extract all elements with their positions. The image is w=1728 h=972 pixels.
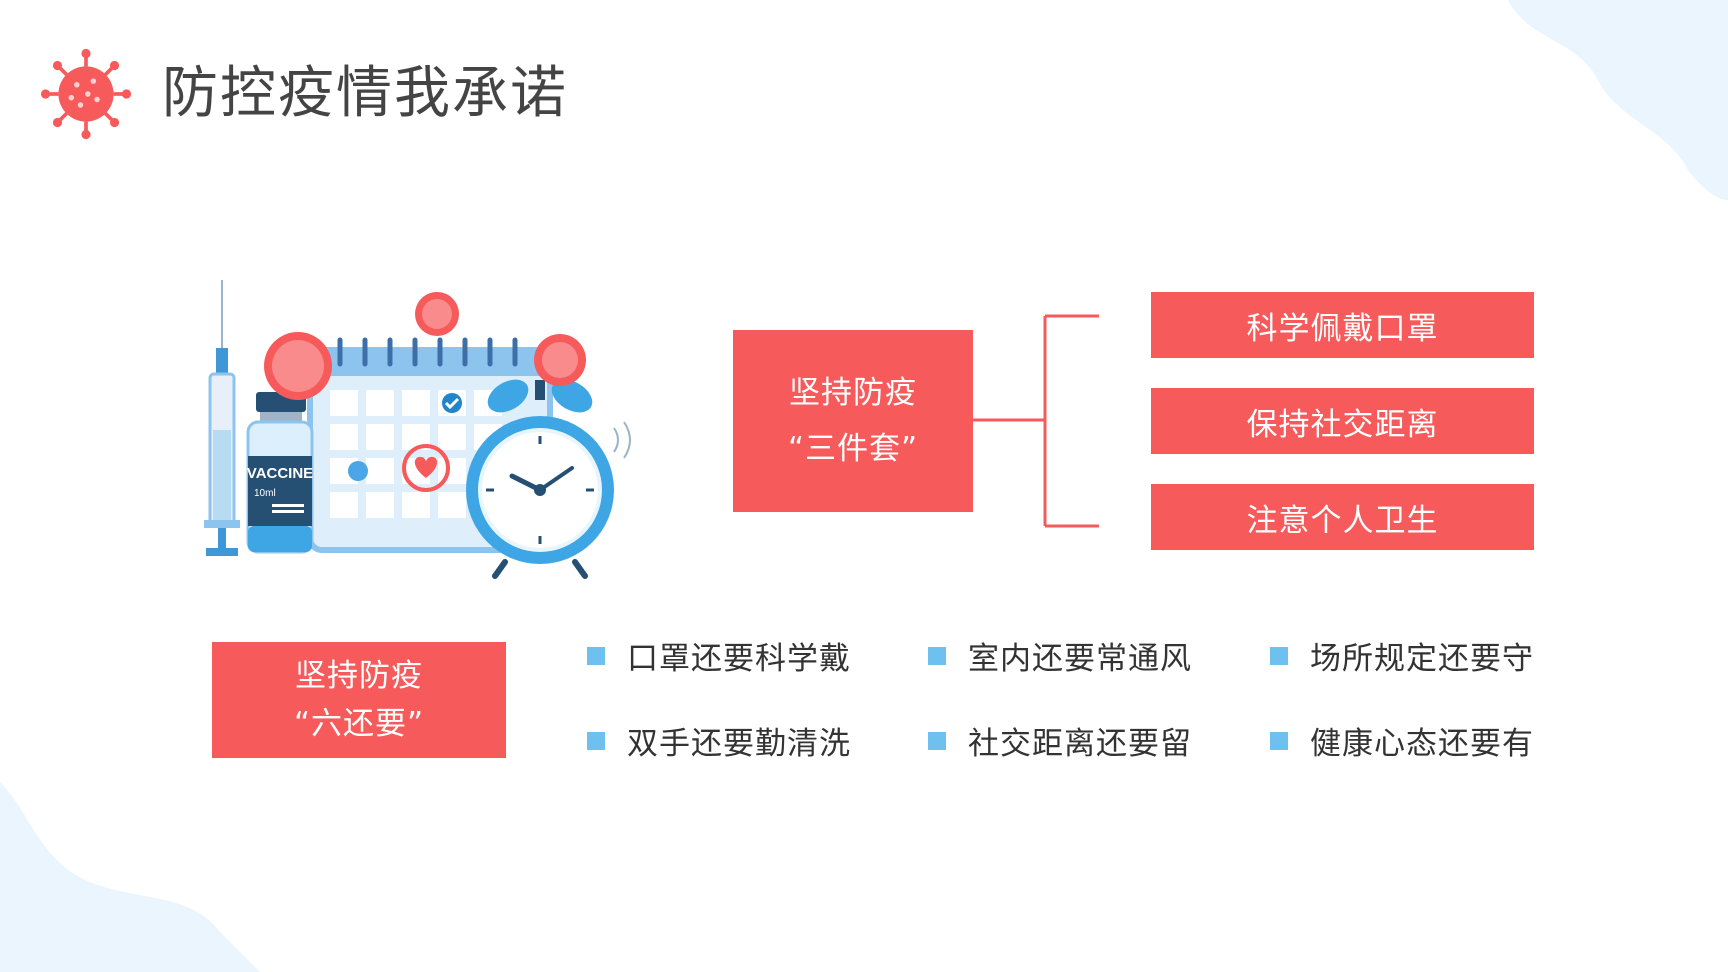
page-title: 防控疫情我承诺 (162, 61, 568, 126)
vaccine-vial-icon: VACCINE 10ml (246, 392, 314, 554)
six-box-line1: 坚持防疫 (295, 658, 423, 694)
bracket-connector (973, 314, 1099, 528)
svg-text:VACCINE: VACCINE (247, 465, 313, 482)
six-item-4: 双手还要勤清洗 (587, 718, 851, 763)
heart-icon (414, 456, 438, 478)
six-item-3: 场所规定还要守 (1270, 633, 1534, 678)
main-box-line1: 坚持防疫 (789, 375, 917, 411)
three-item-3: 注意个人卫生 (1151, 484, 1534, 550)
bullet-square-icon (1270, 646, 1288, 665)
vaccine-calendar-illustration: VACCINE 10ml (204, 280, 631, 579)
bullet-square-icon (928, 731, 946, 750)
six-item-5: 社交距离还要留 (928, 718, 1192, 763)
six-item-label: 社交距离还要留 (968, 726, 1192, 762)
svg-text:10ml: 10ml (254, 488, 276, 499)
six-item-label: 场所规定还要守 (1310, 641, 1534, 677)
syringe-icon (204, 280, 240, 556)
virus-icon (40, 48, 132, 140)
six-item-2: 室内还要常通风 (928, 633, 1192, 678)
bullet-square-icon (587, 731, 605, 750)
three-item-2: 保持社交距离 (1151, 388, 1534, 454)
main-box-three-items: 坚持防疫 “三件套” (733, 330, 973, 512)
bullet-square-icon (928, 646, 946, 665)
main-box-line2: “三件套” (787, 431, 919, 467)
six-item-label: 双手还要勤清洗 (627, 726, 851, 762)
bullet-square-icon (1270, 731, 1288, 750)
bullet-square-icon (587, 646, 605, 665)
six-item-label: 健康心态还要有 (1310, 726, 1534, 762)
background-blob-bottom-left (0, 782, 260, 972)
virus-icon (264, 292, 586, 400)
background-blob-top-right (1508, 0, 1728, 200)
six-box-line2: “六还要” (293, 706, 425, 742)
six-items-box: 坚持防疫 “六还要” (212, 642, 506, 758)
six-item-6: 健康心态还要有 (1270, 718, 1534, 763)
six-item-label: 室内还要常通风 (968, 641, 1192, 677)
alarm-clock-icon (466, 379, 631, 579)
six-item-label: 口罩还要科学戴 (627, 641, 851, 677)
three-item-1: 科学佩戴口罩 (1151, 292, 1534, 358)
six-item-1: 口罩还要科学戴 (587, 633, 851, 678)
